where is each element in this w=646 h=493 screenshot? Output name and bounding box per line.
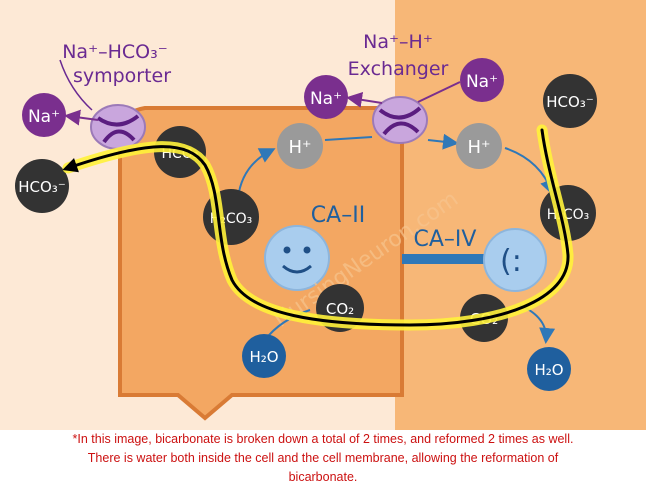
svg-text:Na⁺: Na⁺ — [466, 72, 498, 92]
membrane-link — [402, 254, 494, 264]
ca4-face: (: — [500, 244, 522, 279]
symporter-pointer — [59, 59, 93, 111]
ca4-enzyme: (: — [483, 228, 547, 292]
lumen-region — [395, 0, 646, 430]
svg-text:Na⁺: Na⁺ — [310, 89, 342, 109]
na-right-molecule: Na⁺ — [460, 58, 504, 102]
symporter-transporter — [90, 104, 146, 150]
svg-text:H₂O: H₂O — [249, 348, 278, 366]
svg-text:HCO₃⁻: HCO₃⁻ — [18, 178, 66, 196]
h-cell-molecule: H⁺ — [277, 123, 323, 169]
symporter-title: Na⁺–HCO₃⁻ — [62, 41, 168, 63]
hco3-lumen-molecule: HCO₃⁻ — [543, 74, 597, 128]
svg-text:H⁺: H⁺ — [288, 137, 311, 158]
arrow-na-out — [346, 91, 383, 108]
h-lumen-molecule: H⁺ — [456, 123, 502, 169]
exchanger-transporter — [372, 96, 428, 144]
svg-text:CO₂: CO₂ — [326, 300, 354, 318]
arrow-exchanger-to-h — [427, 133, 459, 150]
svg-text:H⁺: H⁺ — [467, 137, 490, 158]
caption-line-1: *In this image, bicarbonate is broken do… — [72, 432, 574, 446]
caption: *In this image, bicarbonate is broken do… — [0, 430, 646, 487]
svg-text:H₂CO₃: H₂CO₃ — [547, 207, 590, 223]
na-mid-molecule: Na⁺ — [304, 75, 348, 119]
exchanger-subtitle: Exchanger — [348, 58, 449, 80]
ca2-label: CA–II — [311, 203, 365, 228]
caption-line-2: There is water both inside the cell and … — [87, 451, 559, 465]
ca2-enzyme — [264, 225, 330, 291]
ca4-label: CA–IV — [414, 227, 477, 252]
h2o-lumen-molecule: H₂O — [527, 347, 571, 391]
arrow-h-to-exchanger — [324, 136, 373, 141]
diagram: Na⁺–HCO₃⁻ symporter Na⁺–H⁺ Exchanger (: … — [0, 0, 646, 430]
caption-line-3: bicarbonate. — [288, 470, 358, 484]
arrow-na-exchanger — [417, 81, 461, 103]
na-left-molecule: Na⁺ — [22, 93, 66, 137]
exchanger-title: Na⁺–H⁺ — [363, 31, 433, 53]
symporter-subtitle: symporter — [73, 65, 171, 87]
svg-text:HCO₃⁻: HCO₃⁻ — [546, 93, 594, 111]
arrow-na-symporter — [64, 109, 99, 126]
h2o-cell-molecule: H₂O — [242, 334, 286, 378]
bicarbonate-pathway-highlight — [62, 124, 574, 331]
svg-text:H₂O: H₂O — [534, 361, 563, 379]
hco3-left-molecule: HCO₃⁻ — [15, 159, 69, 213]
svg-text:Na⁺: Na⁺ — [28, 107, 60, 127]
